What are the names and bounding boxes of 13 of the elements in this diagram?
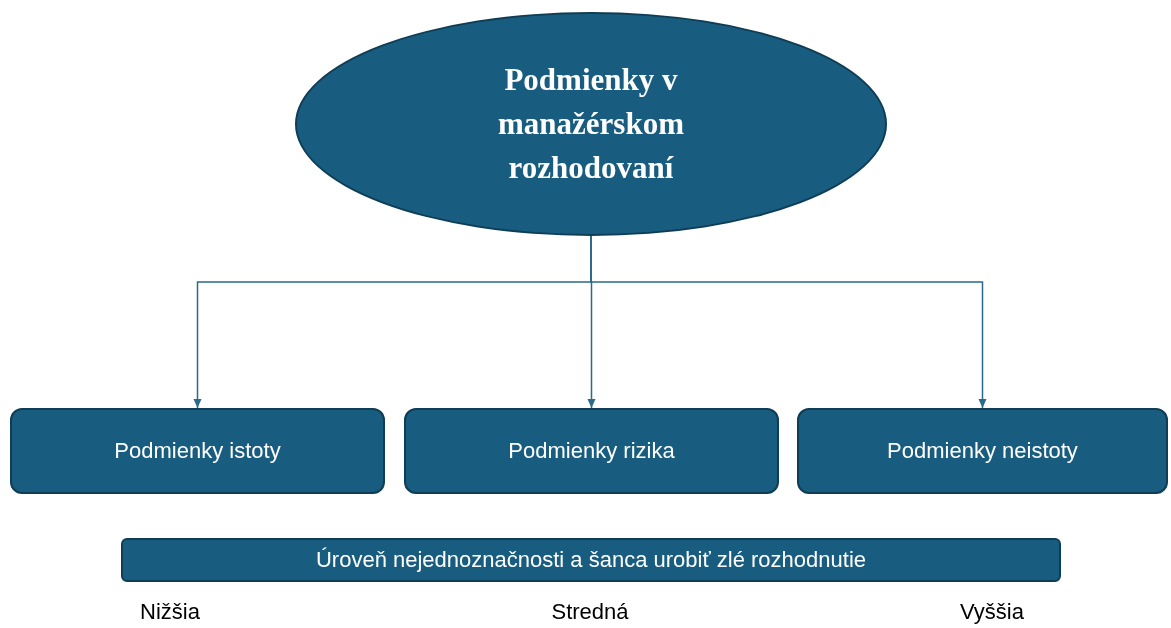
scale-level-label: Stredná: [551, 598, 629, 626]
category-box: [797, 408, 1168, 494]
category-box: [10, 408, 385, 494]
scale-level-label: Vyššia: [960, 598, 1024, 626]
scale-title: Úroveň nejednoznačnosti a šanca urobiť zlé rozhodnutie: [315, 546, 866, 574]
category-box: [404, 408, 779, 494]
category-label: Podmienky rizika: [508, 437, 675, 465]
connector-arrow: [590, 235, 987, 409]
topic-title: Podmienky v manažérskom rozhodovaní: [497, 61, 685, 187]
category-label: Podmienky istoty: [114, 437, 281, 465]
scale-bar: [121, 538, 1061, 582]
category-label: Podmienky neistoty: [887, 437, 1078, 465]
scale-level-label: Nižšia: [140, 598, 200, 626]
